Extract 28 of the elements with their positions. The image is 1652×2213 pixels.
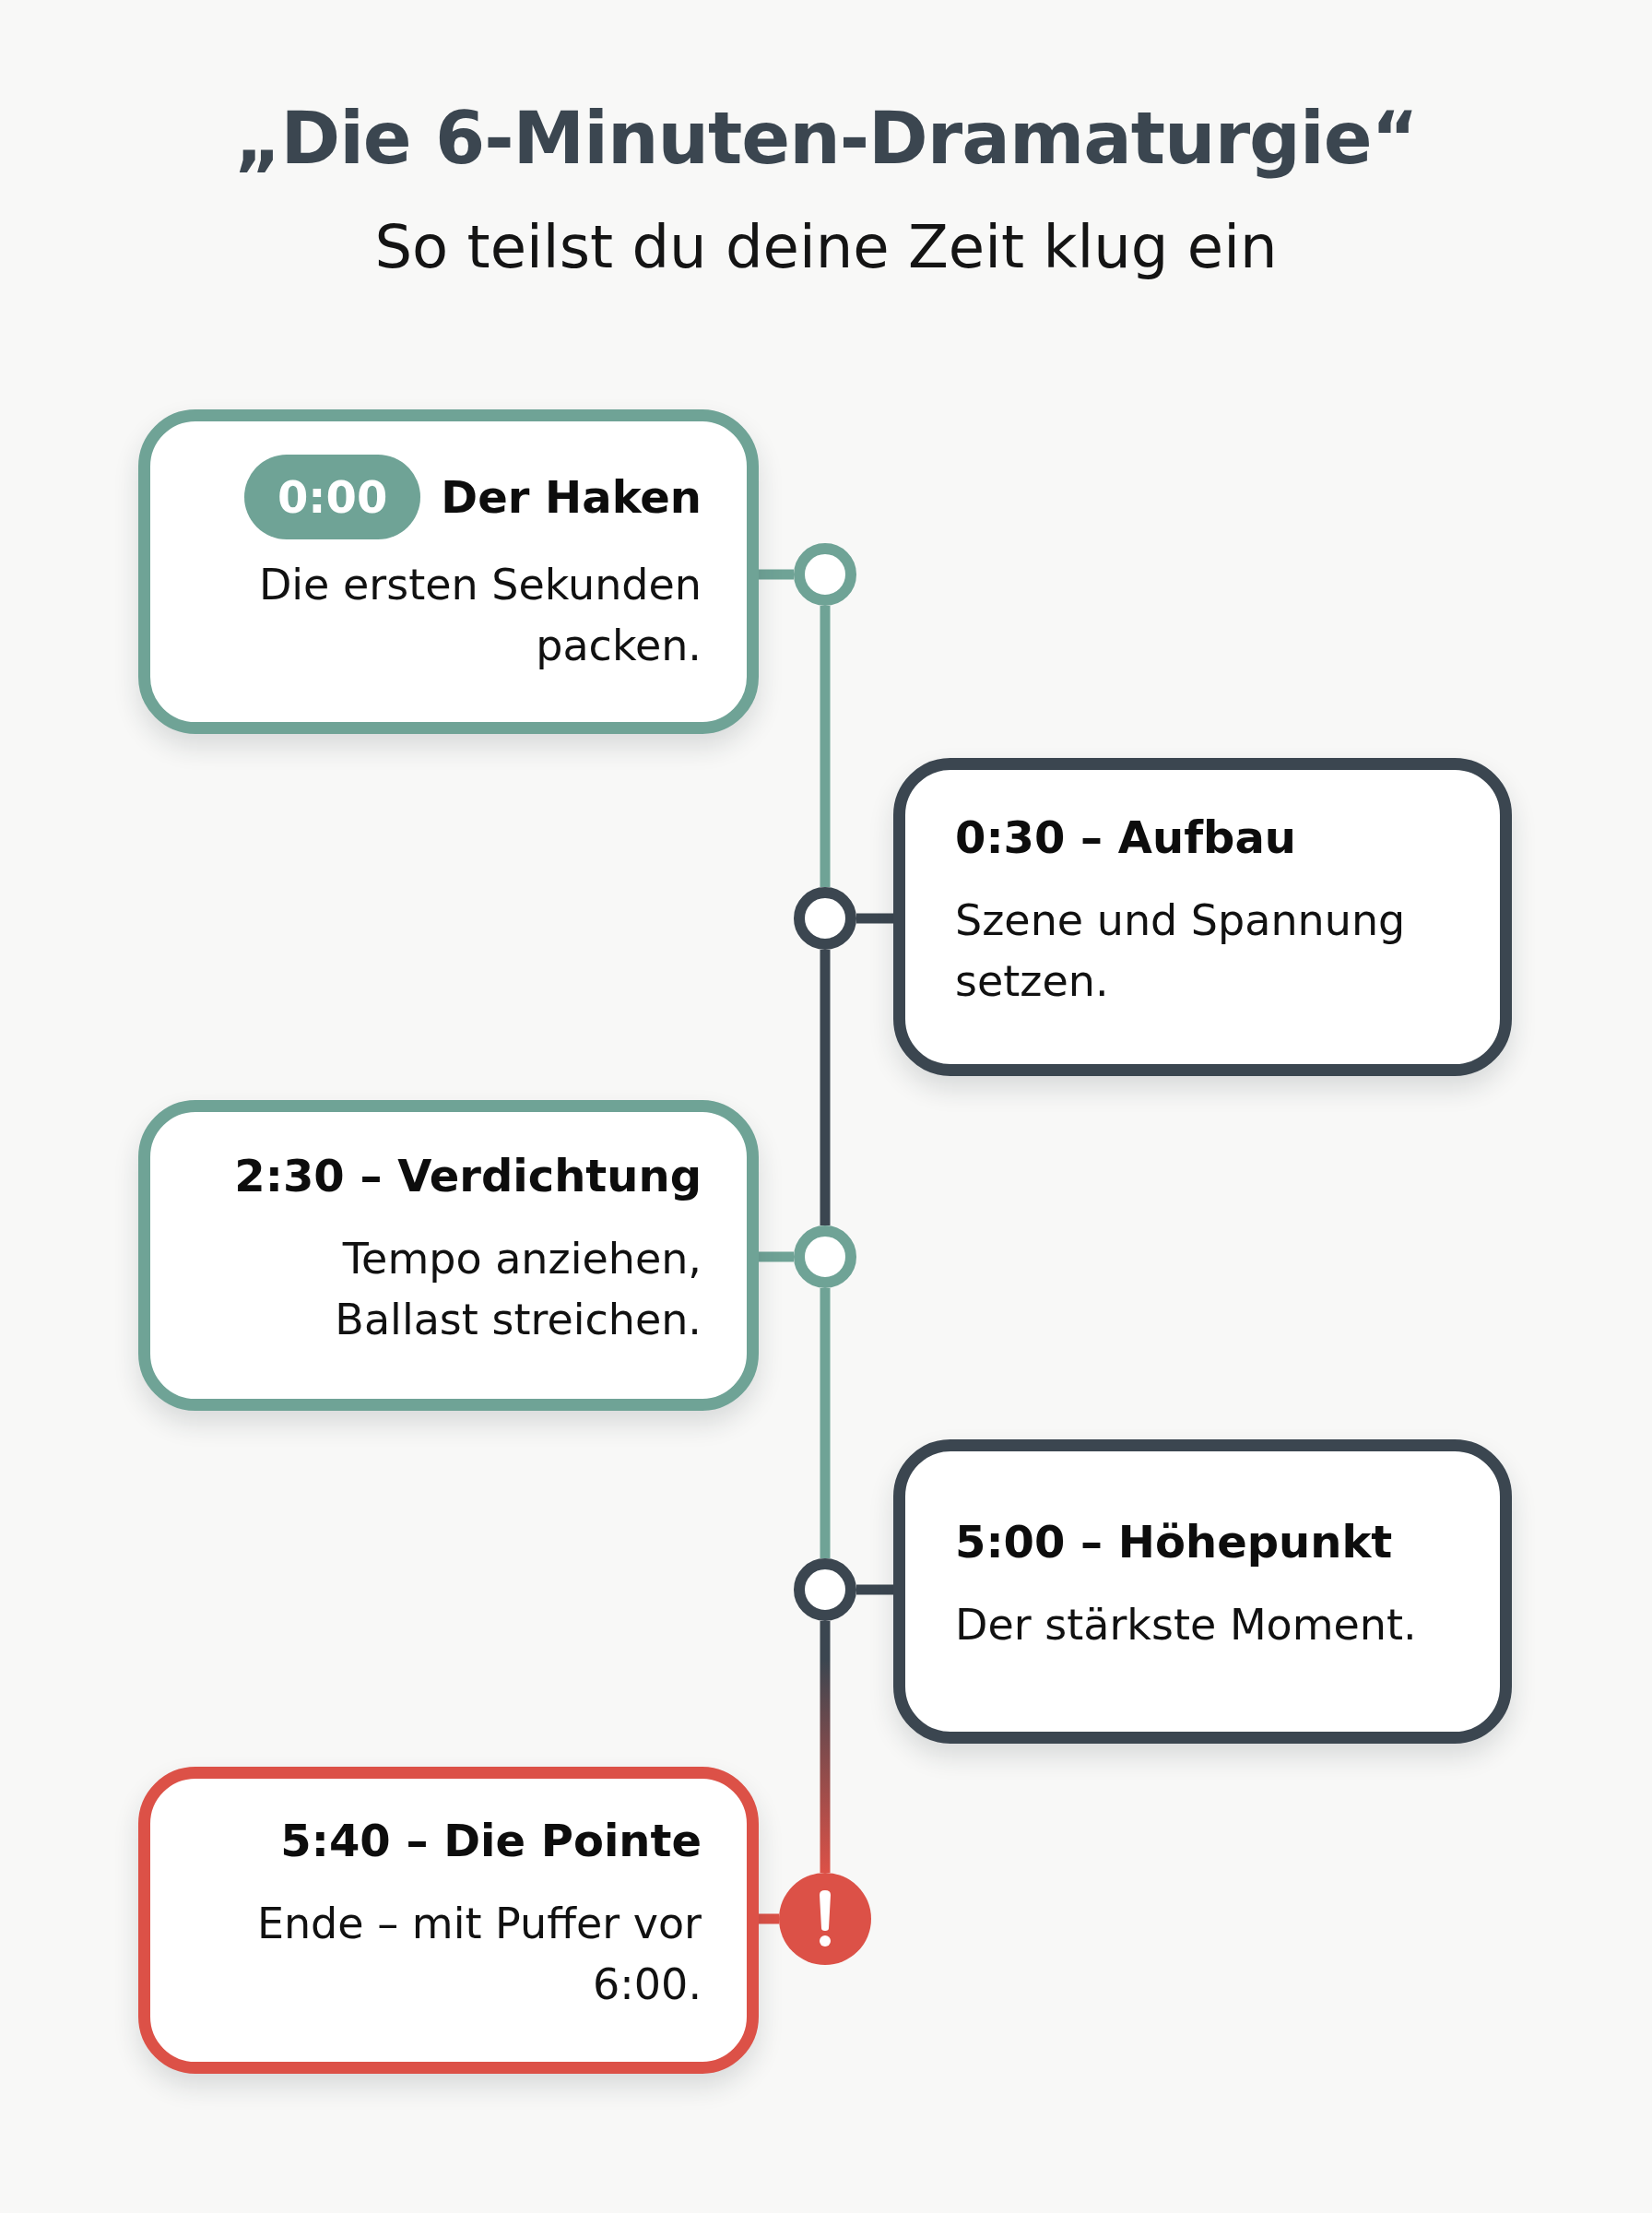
card-description: Die ersten Sekunden packen. — [257, 559, 702, 672]
connector-line — [820, 1288, 831, 1558]
timeline-card — [893, 1439, 1512, 1744]
card-heading: 2:30 – Verdichtung — [234, 1148, 702, 1202]
page-subtitle: So teilst du deine Zeit klug ein — [374, 212, 1278, 283]
timeline-card — [138, 1767, 759, 2074]
connector-line — [820, 606, 831, 887]
card-description: Ende – mit Puffer vor 6:00. — [255, 1897, 702, 2011]
timeline-card — [893, 758, 1512, 1076]
card-heading: 5:00 – Höhepunkt — [955, 1515, 1393, 1568]
card-description: Der stärkste Moment. — [955, 1599, 1417, 1651]
connector-line — [759, 569, 794, 580]
warning-icon — [779, 1873, 871, 1965]
connector-line — [759, 1913, 779, 1924]
timeline-card — [138, 1100, 759, 1411]
card-description: Tempo anziehen, Ballast streichen. — [334, 1232, 702, 1346]
page-title: „Die 6-Minuten-Dramaturgie“ — [234, 96, 1418, 182]
connector-line — [856, 913, 893, 924]
card-heading: 5:40 – Die Pointe — [280, 1813, 702, 1867]
connector-line — [856, 1584, 893, 1595]
time-badge: 0:00 — [243, 455, 421, 539]
connector-line — [759, 1251, 794, 1262]
connector-line — [820, 1621, 831, 1873]
timeline-card — [138, 409, 759, 734]
card-heading: Der Haken — [441, 470, 702, 524]
connector-line — [820, 950, 831, 1225]
card-heading: 0:30 – Aufbau — [955, 810, 1296, 864]
card-description: Szene und Spannung setzen. — [955, 893, 1407, 1008]
